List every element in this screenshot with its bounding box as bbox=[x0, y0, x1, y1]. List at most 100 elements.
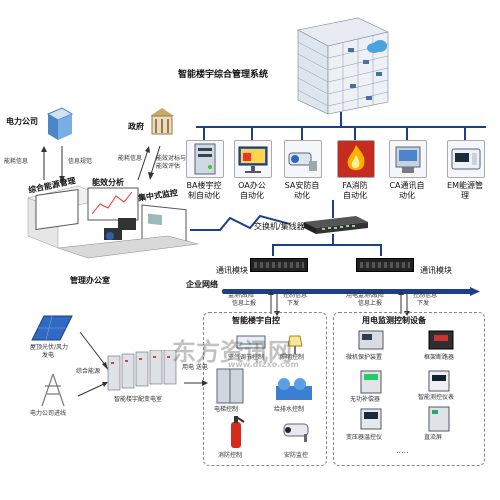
energy-eval-label: 能效评估 bbox=[156, 163, 181, 170]
energy-compare-label: 能效对标与 bbox=[156, 155, 187, 162]
fire-extinguisher-icon bbox=[226, 414, 246, 454]
lighting-label: 照明控制 bbox=[280, 354, 305, 361]
lamp-icon bbox=[286, 334, 304, 360]
arrow-down-power bbox=[58, 146, 66, 186]
mgmt-office-label: 管理办公室 bbox=[70, 276, 110, 285]
power-company-label: 电力公司 bbox=[6, 117, 38, 126]
cloud-icon bbox=[366, 38, 388, 57]
integrated-source-label: 综合能源 bbox=[76, 368, 101, 375]
solar-panel-icon bbox=[30, 312, 74, 346]
breaker-icon bbox=[428, 330, 454, 354]
left-link-b: 信息上报 bbox=[232, 300, 257, 307]
pv-label-b: 发电 bbox=[42, 352, 55, 359]
subsystem-label-sa-2: 动化 bbox=[294, 191, 310, 200]
subsystem-label-em-1: EM能源管 bbox=[447, 181, 483, 190]
watermark-url: www.dfzxo.com bbox=[228, 360, 299, 369]
right-link-b: 信息上报 bbox=[358, 300, 383, 307]
subsystem-label-fa-1: FA消防 bbox=[342, 181, 368, 190]
pv-arrow bbox=[78, 330, 108, 374]
left-link-d: 下发 bbox=[287, 300, 300, 307]
switch-split-vertical bbox=[332, 234, 334, 244]
subsystem-label-oa-1: OA办公 bbox=[238, 181, 266, 190]
subsystem-label-ca-1: CA通讯自 bbox=[389, 181, 425, 190]
server-icon bbox=[186, 140, 224, 178]
switch-left-drop bbox=[272, 244, 274, 256]
network-switch-icon bbox=[300, 214, 370, 240]
energy-meter-icon bbox=[447, 140, 485, 178]
relay-protection-icon bbox=[358, 330, 384, 354]
subsystem-label-fa-2: 自动化 bbox=[343, 191, 367, 200]
smart-meter-icon bbox=[428, 370, 450, 396]
arrow-gov-down bbox=[148, 144, 162, 184]
subsystem-label-ba-2: 制自动化 bbox=[188, 191, 220, 200]
energy-info-gov-label: 能耗信息 bbox=[118, 155, 143, 162]
transformer-label: 变压器温控仪 bbox=[346, 434, 383, 441]
dc-panel-icon bbox=[428, 406, 450, 436]
distribution-room-label: 智能楼宇配变电室 bbox=[114, 396, 163, 403]
subsystem-label-em-2: 理 bbox=[461, 191, 469, 200]
lightning-link-icon bbox=[190, 212, 291, 240]
bldg-control-title: 智能楼宇自控 bbox=[232, 316, 280, 325]
dc-panel-label: 直流屏 bbox=[424, 434, 443, 441]
security-camera-icon bbox=[284, 140, 322, 178]
subsystem-label-sa-1: SA安防自 bbox=[284, 181, 320, 190]
comm-module-right bbox=[356, 258, 414, 272]
pv-label-a: 屋顶光伏/风力 bbox=[30, 344, 69, 351]
grid-in-label: 电力公司进线 bbox=[30, 410, 67, 417]
comm-module-left-label: 通讯模块 bbox=[216, 266, 248, 275]
grid-arrow bbox=[76, 380, 108, 404]
left-link-a: 监测\故障 bbox=[228, 292, 255, 299]
relay-label: 微机保护装置 bbox=[346, 354, 383, 361]
enterprise-network-label: 企业网络 bbox=[186, 280, 218, 289]
transformer-temp-icon bbox=[360, 408, 382, 434]
switch-right-drop bbox=[380, 244, 382, 256]
elevator-icon bbox=[216, 368, 244, 408]
switchgear-icon bbox=[106, 349, 180, 396]
water-label: 给排水控制 bbox=[274, 406, 305, 413]
ac-unit-icon bbox=[236, 334, 266, 354]
reactive-comp-icon bbox=[360, 370, 382, 398]
switch-label: 交换机/集线器 bbox=[254, 222, 305, 231]
reactive-label: 无功补偿器 bbox=[350, 396, 381, 403]
government-building-icon bbox=[148, 106, 176, 142]
monitor-icon bbox=[234, 140, 272, 178]
subsystem-label-ba-1: BA楼宇控 bbox=[186, 181, 222, 190]
meter-label: 智能测控仪表 bbox=[418, 394, 455, 401]
ac-heating-label: 空气调节控制 bbox=[228, 354, 265, 361]
transmission-tower-icon bbox=[36, 372, 70, 412]
info-spec-label: 信息规范 bbox=[68, 158, 93, 165]
building-drop-line bbox=[340, 112, 342, 128]
building-illustration bbox=[288, 10, 398, 118]
power-supply-arrow bbox=[184, 372, 208, 391]
subsystem-label-ca-2: 动化 bbox=[399, 191, 415, 200]
pump-icon bbox=[274, 376, 314, 406]
cctv-icon bbox=[280, 420, 314, 446]
fire-label: 消防控制 bbox=[218, 452, 243, 459]
energy-info-label: 能耗信息 bbox=[4, 158, 29, 165]
subsystem-label-oa-2: 自动化 bbox=[240, 191, 264, 200]
power-control-title: 用电监测控制设备 bbox=[362, 316, 426, 325]
right-link-a: 用电监测\故障 bbox=[346, 292, 385, 299]
comm-module-left bbox=[250, 258, 308, 272]
power-company-building-icon bbox=[44, 106, 74, 146]
telephone-icon bbox=[389, 140, 427, 178]
breaker-label: 框架断路器 bbox=[424, 354, 455, 361]
system-title: 智能楼宇综合管理系统 bbox=[178, 70, 269, 80]
elevator-label: 电梯控制 bbox=[214, 406, 239, 413]
government-label: 政府 bbox=[128, 122, 144, 131]
right-link-c: 控制信息 bbox=[413, 292, 438, 299]
management-office-illustration bbox=[18, 178, 218, 282]
switch-drop-line bbox=[332, 200, 334, 218]
arrow-gov-up bbox=[136, 146, 150, 186]
bldg-control-panel bbox=[203, 312, 327, 466]
enterprise-network-bus bbox=[222, 282, 482, 301]
switch-split-line bbox=[272, 244, 382, 246]
power-control-panel bbox=[333, 312, 485, 466]
ellipsis-dots: ..... bbox=[396, 446, 409, 455]
fire-icon bbox=[337, 140, 375, 178]
left-link-c: 控制信息 bbox=[283, 292, 308, 299]
right-link-d: 下发 bbox=[417, 300, 430, 307]
arrow-up-power bbox=[40, 146, 48, 186]
power-supply-label: 用电 送电 bbox=[182, 364, 208, 371]
watermark: 东方资讯网 bbox=[172, 338, 292, 366]
